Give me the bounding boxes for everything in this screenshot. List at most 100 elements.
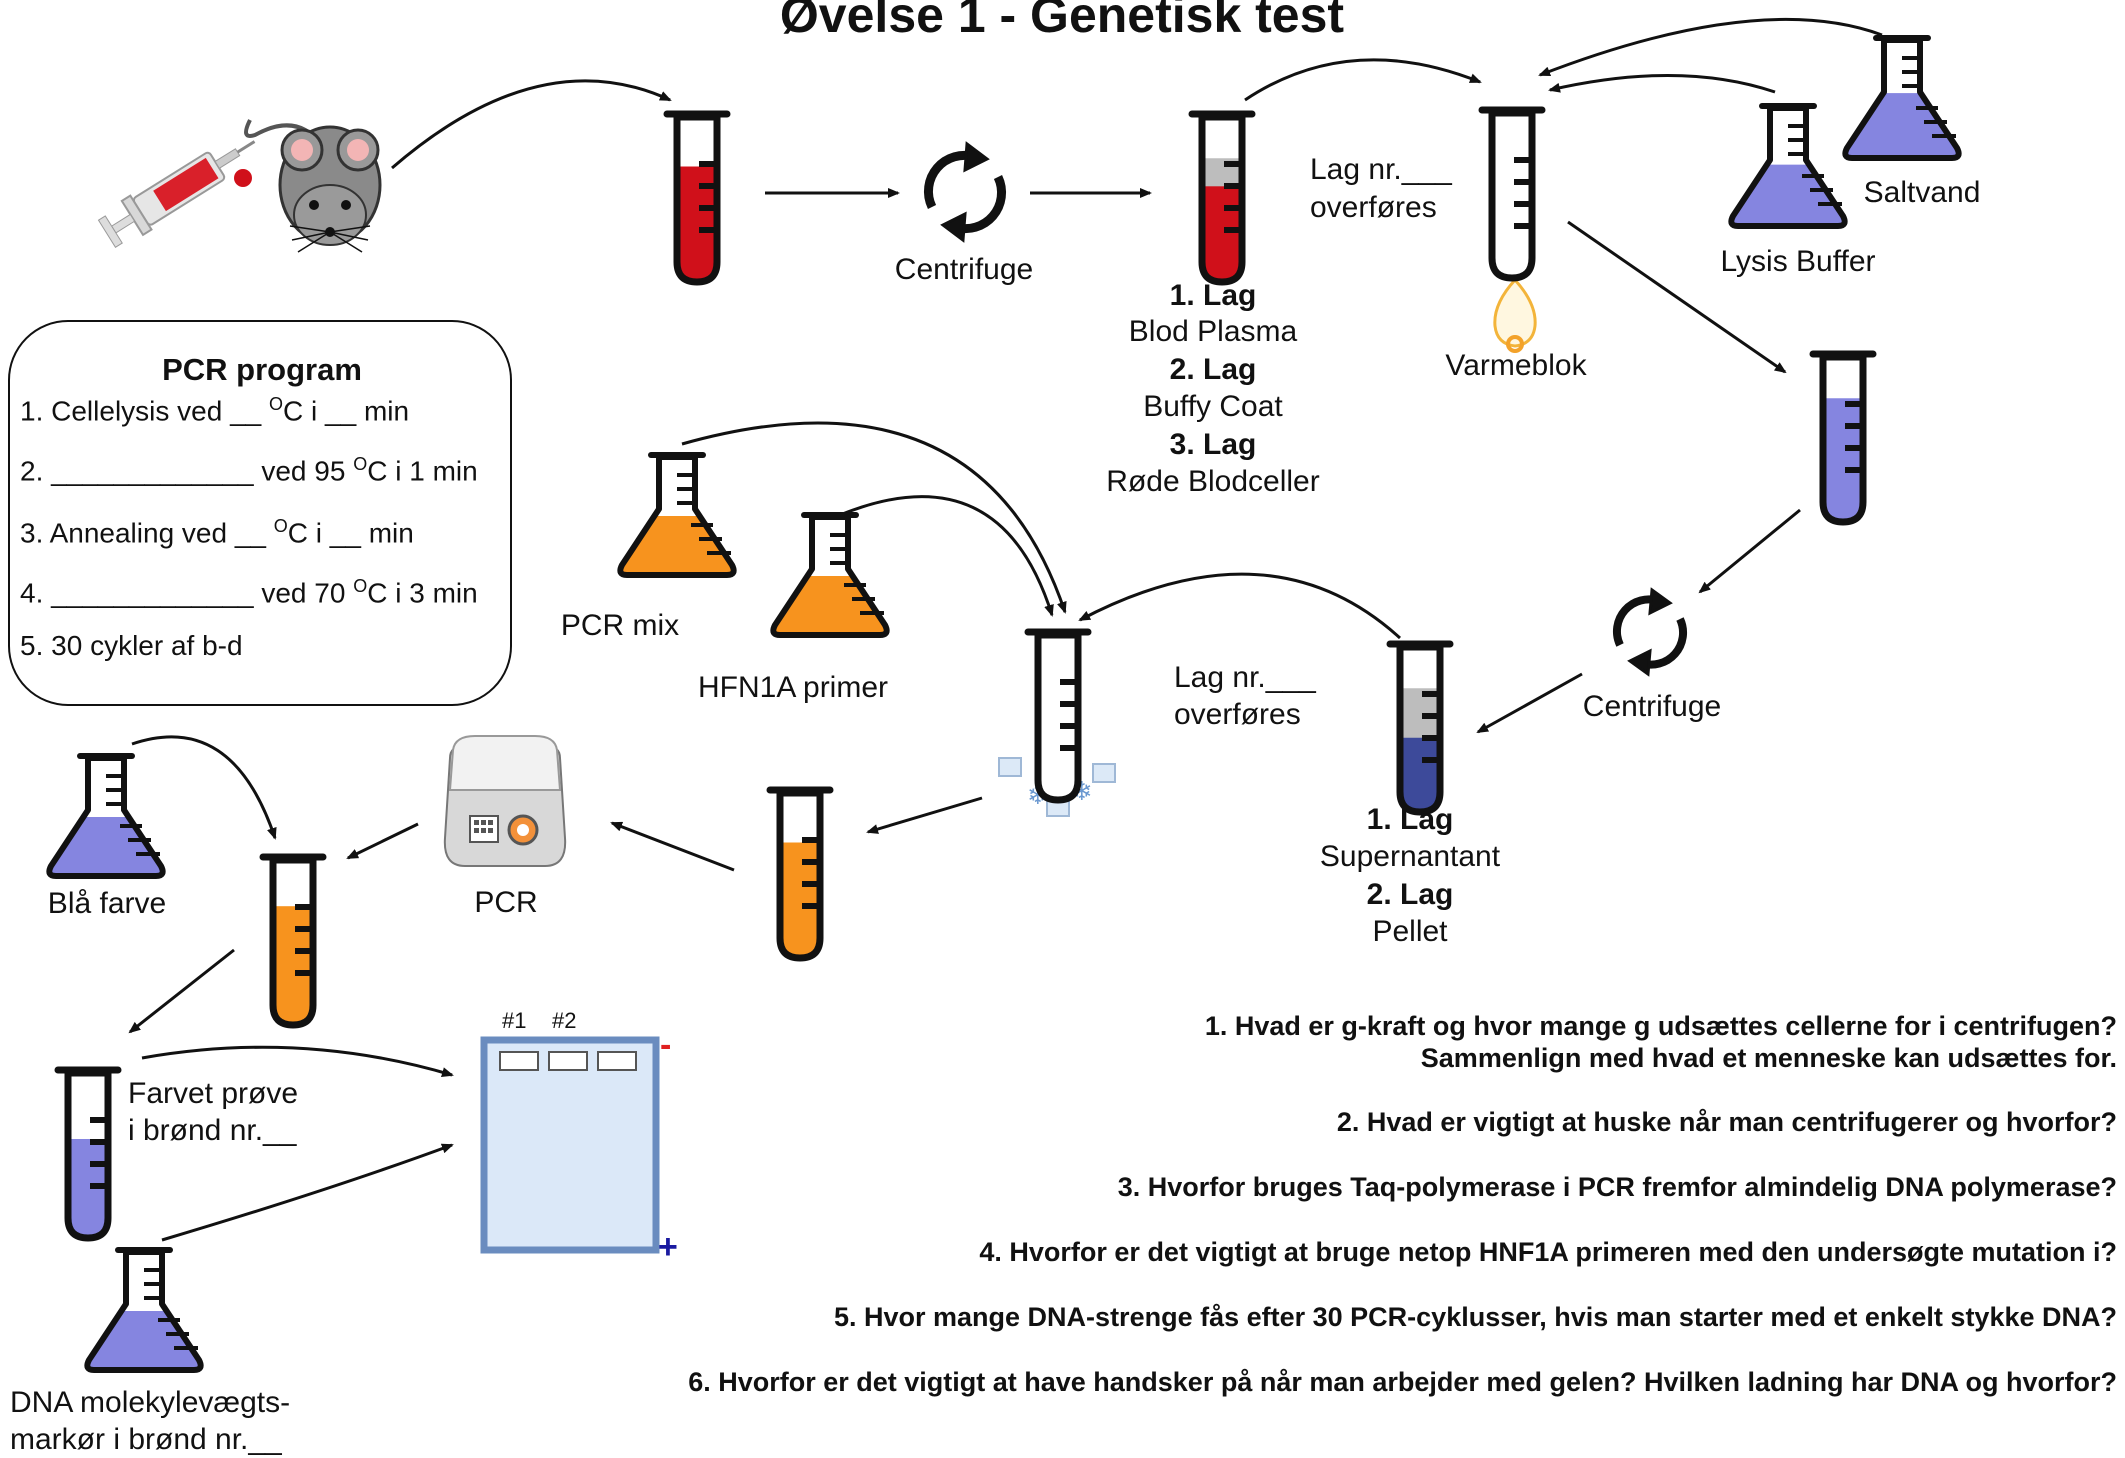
dna-marker-label-b: markør i brønd nr.__ [10, 1423, 282, 1456]
pcr-step-unit-text: C i 3 min [367, 577, 478, 609]
question-line-7: 6. Hvorfor er det vigtigt at have handsk… [688, 1367, 2117, 1397]
arrow-heat-tube-to-lysed [1567, 220, 1787, 374]
arrow-orange-to-pcr [610, 821, 735, 872]
pcr-step-number: 2. [20, 455, 52, 487]
gel-box [480, 1036, 660, 1254]
centrifuge-icon-2 [1612, 587, 1688, 677]
stained-sample-tube [54, 1066, 122, 1242]
pcr-ready-tube [766, 786, 834, 962]
question-line-1: 1. Hvad er g-kraft og hvor mange g udsæt… [1204, 1011, 2117, 1041]
lysis-buffer-label: Lysis Buffer [1720, 245, 1876, 278]
pcr-step-unit-text: C i __ min [287, 517, 414, 549]
centrifuge-label-2: Centrifuge [1582, 690, 1722, 723]
layer-3-text: Røde Blodceller [1106, 465, 1320, 498]
arrow-primer-to-ice-tube [839, 495, 1054, 617]
separated-blood-tube [1188, 110, 1256, 286]
question-line-4: 3. Hvorfor bruges Taq-polymerase i PCR f… [1117, 1172, 2117, 1202]
arrow-pellet-to-ice-tube [1078, 572, 1402, 640]
degree-sign: O [269, 394, 284, 414]
pcr-step-text: Cellelysis ved __ [51, 395, 270, 427]
degree-sign: O [273, 516, 288, 536]
pcr-step-number: 3. [20, 517, 50, 549]
pcr-step-3: 3. Annealing ved __ OC i __ min [20, 516, 414, 549]
question-line-5: 4. Hvorfor er det vigtigt at bruge netop… [979, 1237, 2117, 1267]
blood-drop-icon [234, 169, 252, 187]
pcr-step-1: 1. Cellelysis ved __ OC i __ min [20, 394, 409, 427]
centrifuge-icon [923, 141, 1007, 243]
pcr-step-text: _____________ ved 70 [51, 577, 354, 609]
flow-arrows [128, 17, 1883, 1242]
heat-block-tube [1478, 106, 1546, 282]
transfer-label-2b: overføres [1174, 698, 1301, 731]
pcr-step-unit-text: C i __ min [283, 395, 410, 427]
lysis-buffer-flask [1728, 103, 1848, 229]
arrow-pcrmix-to-ice-tube [681, 421, 1067, 614]
blue-dye-label: Blå farve [47, 887, 167, 920]
pcr-step-2: 2. _____________ ved 95 OC i 1 min [20, 454, 478, 487]
arrow-tube-to-heat-tube [1244, 58, 1482, 102]
transfer-label-1b: overføres [1310, 191, 1437, 224]
supernatant-heading: 1. Lag [1366, 803, 1454, 836]
dna-marker-flask [84, 1247, 204, 1373]
layer-1-text: Blod Plasma [1128, 315, 1298, 348]
gel-plus-sign: + [658, 1228, 678, 1266]
degree-sign: O [353, 576, 368, 596]
pellet-heading: 2. Lag [1366, 878, 1454, 911]
pcr-step-text: _____________ ved 95 [51, 455, 354, 487]
blood-tube [663, 110, 731, 286]
primer-flask [770, 512, 890, 638]
arrow-mouse-to-tube [391, 79, 672, 170]
stained-sample-label-b: i brønd nr.__ [128, 1114, 297, 1147]
arrow-marker-to-gel [161, 1143, 454, 1242]
pcr-step-number: 1. [20, 395, 52, 427]
mouse-icon [244, 119, 382, 253]
lysed-sample-tube [1809, 350, 1877, 526]
layer-2-heading: 2. Lag [1169, 353, 1257, 386]
pcr-step-number: 5. [20, 630, 52, 661]
page-title: Øvelse 1 - Genetisk test [779, 0, 1345, 43]
pcr-step-text: 30 cykler af b-d [51, 630, 243, 661]
gel-minus-sign: - [660, 1026, 672, 1064]
layer-1-heading: 1. Lag [1169, 279, 1257, 312]
gel-well-1 [499, 1051, 539, 1071]
pcr-label: PCR [474, 886, 538, 919]
layer-2-text: Buffy Coat [1143, 390, 1283, 423]
arrow-lysed-to-centrifuge2 [1698, 508, 1801, 594]
tubes-layer [54, 106, 1877, 1242]
well-2-label: #2 [552, 1008, 577, 1033]
arrow-blaa-to-product [131, 735, 277, 840]
question-line-3: 2. Hvad er vigtigt at huske når man cent… [1336, 1107, 2117, 1137]
pcr-program-title: PCR program [162, 352, 362, 387]
pcr-step-5: 5. 30 cykler af b-d [20, 630, 243, 662]
pcr-mix-label: PCR mix [560, 609, 680, 642]
pcr-program-box: PCR program 1. Cellelysis ved __ OC i __… [8, 320, 512, 706]
pcr-step-text: Annealing ved __ [49, 517, 274, 549]
flame-icon [1493, 277, 1537, 353]
well-1-label: #1 [502, 1008, 527, 1033]
degree-sign: O [353, 454, 368, 474]
centrifuge-label-1: Centrifuge [894, 253, 1034, 286]
pcr-step-number: 4. [20, 577, 52, 609]
question-line-6: 5. Hvor mange DNA-strenge fås efter 30 P… [834, 1302, 2117, 1332]
question-line-2: Sammenlign med hvad et menneske kan udsæ… [1420, 1043, 2117, 1073]
transfer-label-1a: Lag nr.___ [1310, 153, 1452, 186]
arrow-pcr-to-product [346, 822, 419, 860]
pellet-tube [1386, 640, 1454, 816]
pcr-step-unit-text: C i 1 min [367, 455, 478, 487]
arrow-centrifuge2-to-pellet-tube [1476, 672, 1583, 734]
saltwater-flask [1842, 35, 1962, 161]
transfer-label-2a: Lag nr.___ [1174, 661, 1316, 694]
arrow-lysis-to-heat-tube [1548, 74, 1776, 94]
gel-well-2 [548, 1051, 588, 1071]
pcr-product-tube [259, 853, 327, 1029]
stained-sample-label-a: Farvet prøve [128, 1077, 299, 1110]
arrow-saltvand-to-heat-tube [1538, 17, 1883, 77]
arrow-product-to-blue-sample [128, 948, 235, 1034]
pcr-step-4: 4. _____________ ved 70 OC i 3 min [20, 576, 478, 609]
pcr-mix-flask [617, 452, 737, 578]
ice-bath-tube [1024, 628, 1092, 804]
supernatant-text: Supernantant [1319, 840, 1501, 873]
heat-block-label: Varmeblok [1445, 349, 1587, 382]
pcr-machine-icon [443, 735, 567, 867]
